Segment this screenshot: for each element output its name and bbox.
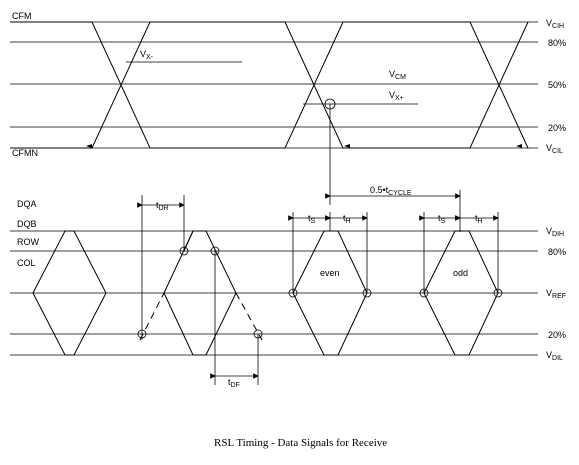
- clock-50-label: 50%: [548, 80, 566, 90]
- dqa-label: DQA: [17, 199, 37, 209]
- vcih-label: VCIH: [546, 18, 564, 30]
- cfmn-waveform: [38, 21, 529, 149]
- cfm-label: CFM: [12, 11, 32, 21]
- th1-label: tH: [343, 213, 351, 225]
- clock-80-label: 80%: [548, 38, 566, 48]
- cfm-waveform: [38, 21, 529, 149]
- clock-lead-in: [10, 21, 38, 149]
- ts1-label: tS: [308, 213, 316, 225]
- data-20-label: 20%: [548, 330, 566, 340]
- vdih-label: VDIH: [546, 226, 564, 238]
- clock-20-label: 20%: [548, 123, 566, 133]
- vcil-label: VCIL: [546, 143, 563, 155]
- cycle-label: 0.5•tCYCLE: [370, 185, 412, 197]
- odd-label: odd: [453, 268, 468, 278]
- cfmn-arrow-2: [344, 144, 350, 148]
- vdil-label: VDIL: [546, 350, 563, 362]
- eye-2-left-dash: [139, 292, 165, 341]
- dqb-label: DQB: [17, 219, 37, 229]
- vref-label: VREF: [546, 288, 566, 300]
- eye-2-bottom: [163, 292, 237, 356]
- cfmn-label: CFMN: [12, 148, 38, 158]
- cfmn-arrow-3: [516, 144, 522, 148]
- eye-2-right-dash: [235, 292, 263, 341]
- eye-2-top: [163, 230, 237, 294]
- tdf-label: tDF: [228, 377, 240, 389]
- vx-minus-label: VX-: [140, 49, 154, 61]
- eye-2-rise: [183, 230, 194, 252]
- even-label: even: [320, 268, 340, 278]
- eye-1: [32, 230, 107, 356]
- ts2-label: tS: [438, 213, 446, 225]
- cfmn-arrow-1: [86, 144, 92, 148]
- data-80-label: 80%: [548, 247, 566, 257]
- vcm-label: VCM: [389, 69, 406, 81]
- th2-label: tH: [475, 213, 483, 225]
- col-label: COL: [17, 258, 36, 268]
- figure-caption: RSL Timing - Data Signals for Receive: [214, 437, 387, 449]
- vx-plus-label: VX+: [389, 90, 404, 102]
- tdr-label: tDR: [156, 200, 169, 212]
- row-label: ROW: [17, 237, 40, 247]
